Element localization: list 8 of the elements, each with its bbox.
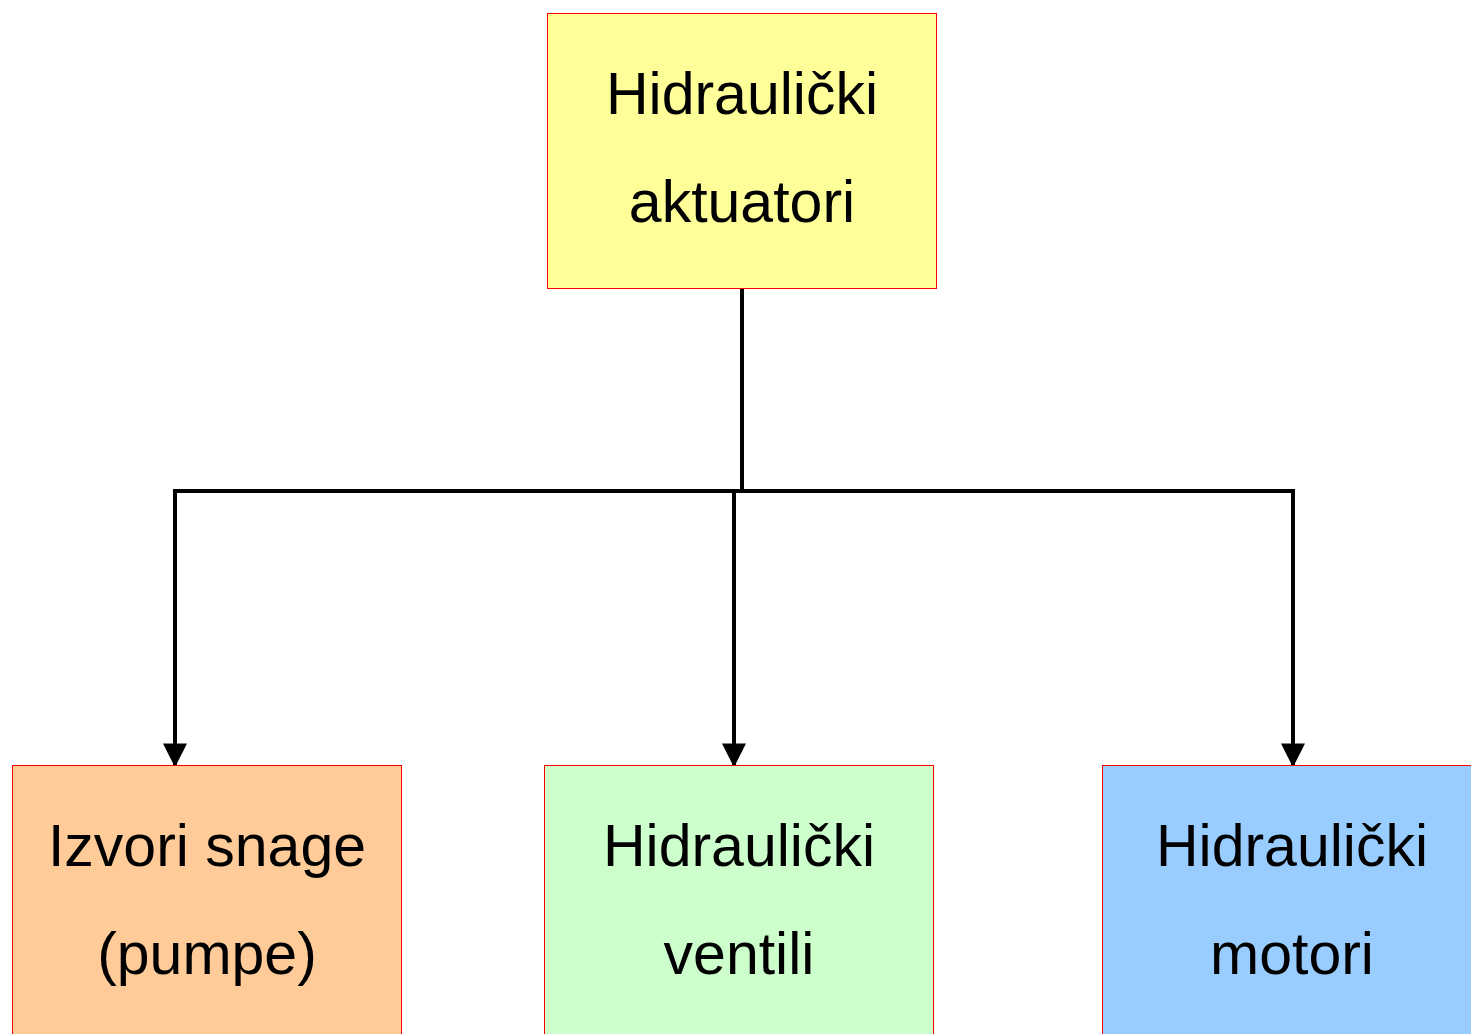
category-box (1102, 765, 1471, 1034)
box-label: Hidraulički motori (1154, 812, 1430, 989)
box-label: Izvori snage (pumpe) (46, 812, 368, 989)
box-label: Hidraulički aktuatori (604, 60, 880, 237)
box-label: Hidraulički ventili (601, 812, 877, 989)
category-box (544, 765, 934, 1034)
category-box (547, 13, 937, 289)
category-box (12, 765, 402, 1034)
